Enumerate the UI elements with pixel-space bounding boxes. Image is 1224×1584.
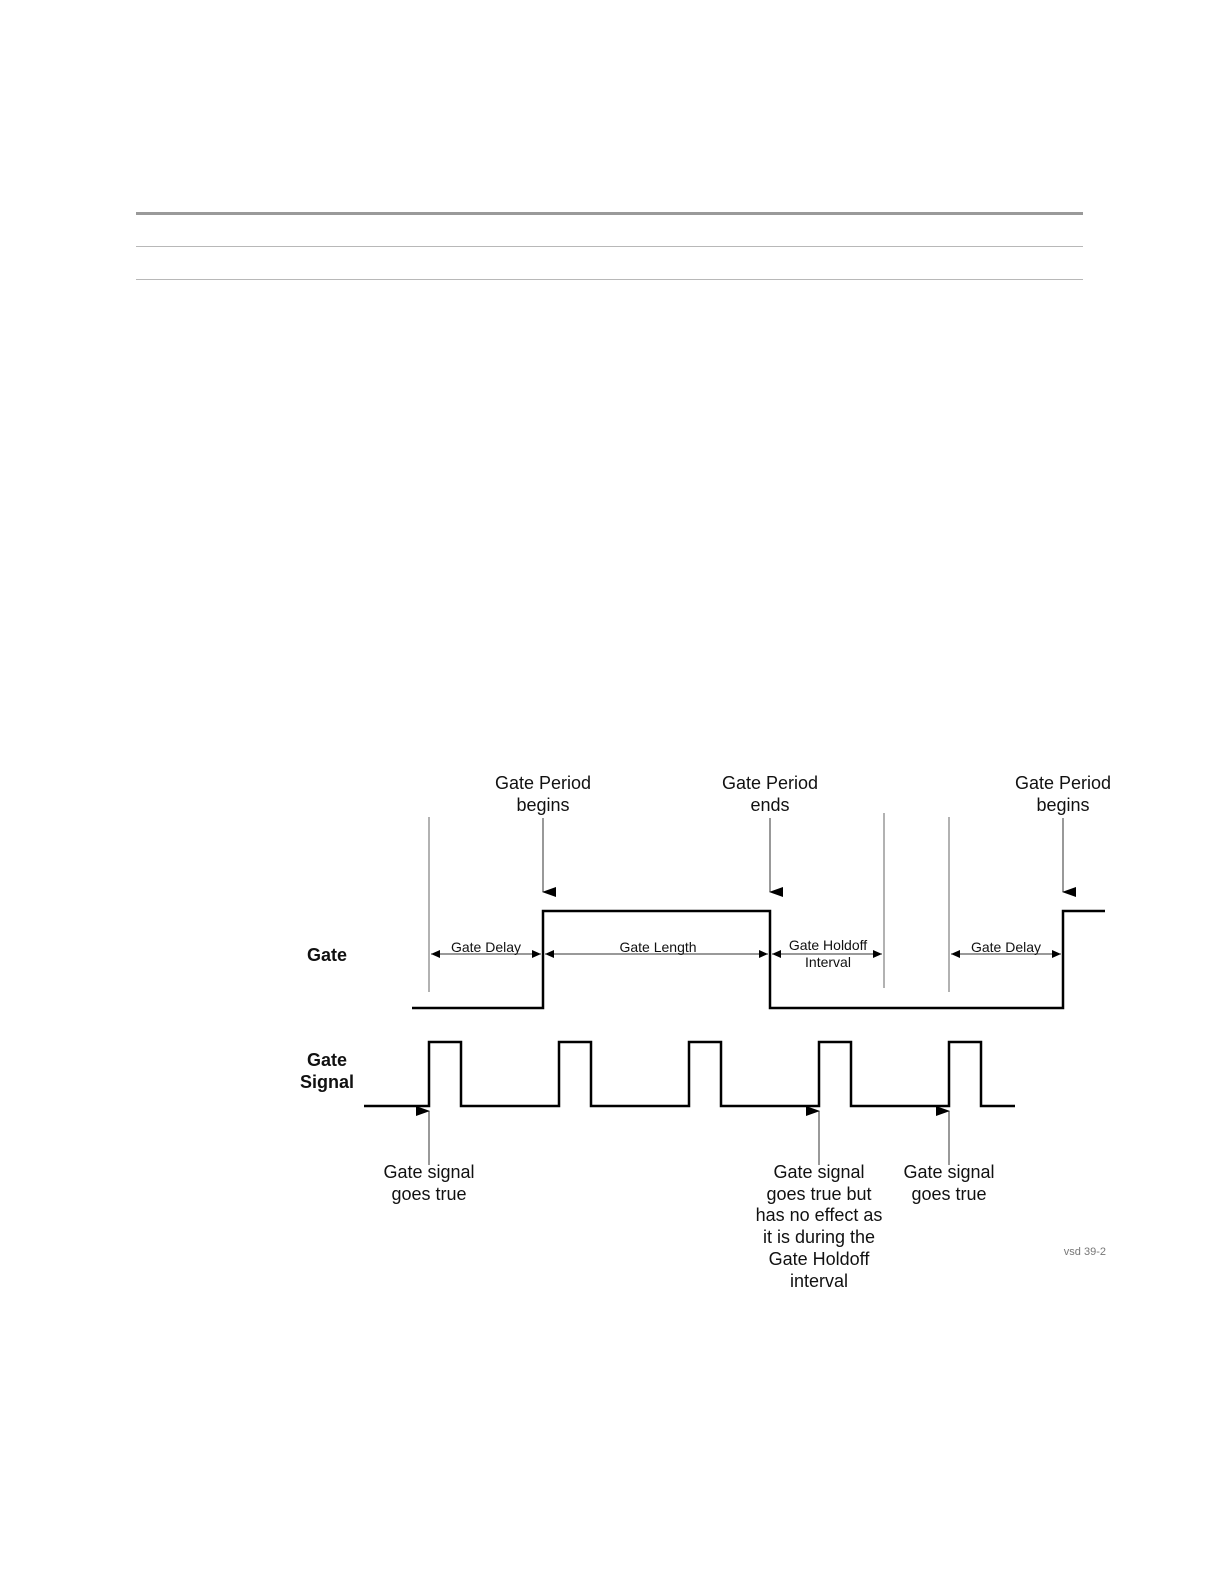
annotation-line: interval (790, 1271, 848, 1291)
annotation-gate-period-begins-1: Gate Period begins (495, 773, 591, 892)
interval-gate-delay-1: Gate Delay (431, 939, 541, 955)
annotation-line: Gate signal (383, 1162, 474, 1182)
annotation-line: Gate signal (773, 1162, 864, 1182)
annotation-line: goes true (911, 1184, 986, 1204)
annotation-line: has no effect as (756, 1205, 883, 1225)
annotation-gate-period-ends: Gate Period ends (722, 773, 818, 892)
gate-waveform (412, 911, 1105, 1008)
annotation-line: Gate Period (722, 773, 818, 793)
interval-label: Gate Length (619, 939, 696, 955)
annotation-line: Gate Period (1015, 773, 1111, 793)
interval-label: Interval (805, 954, 851, 970)
annotation-line: Gate signal (903, 1162, 994, 1182)
annotation-line: Gate Period (495, 773, 591, 793)
annotation-gate-signal-true-2: Gate signal goes true (903, 1162, 994, 1204)
annotation-line: begins (516, 795, 569, 815)
annotation-line: goes true but (766, 1184, 871, 1204)
annotation-line: goes true (391, 1184, 466, 1204)
annotation-line: begins (1036, 795, 1089, 815)
annotation-line: it is during the (763, 1227, 875, 1247)
annotation-line: Gate Holdoff (769, 1249, 871, 1269)
interval-label: Gate Holdoff (789, 937, 867, 953)
figure-id: vsd 39-2 (1064, 1246, 1106, 1258)
interval-gate-length: Gate Length (545, 939, 768, 955)
interval-gate-delay-2: Gate Delay (951, 939, 1061, 955)
annotation-gate-signal-no-effect: Gate signal goes true but has no effect … (756, 1162, 883, 1291)
annotation-gate-period-begins-2: Gate Period begins (1015, 773, 1111, 892)
annotation-gate-signal-true-1: Gate signal goes true (383, 1162, 474, 1204)
gate-signal-waveform (364, 1042, 1015, 1106)
row-label-gate: Gate (307, 945, 347, 965)
interval-label: Gate Delay (971, 939, 1041, 955)
interval-gate-holdoff: Gate Holdoff Interval (772, 937, 882, 970)
row-label-gate-signal: Gate (307, 1050, 347, 1070)
row-label-gate-signal: Signal (300, 1072, 354, 1092)
interval-label: Gate Delay (451, 939, 521, 955)
annotation-line: ends (750, 795, 789, 815)
